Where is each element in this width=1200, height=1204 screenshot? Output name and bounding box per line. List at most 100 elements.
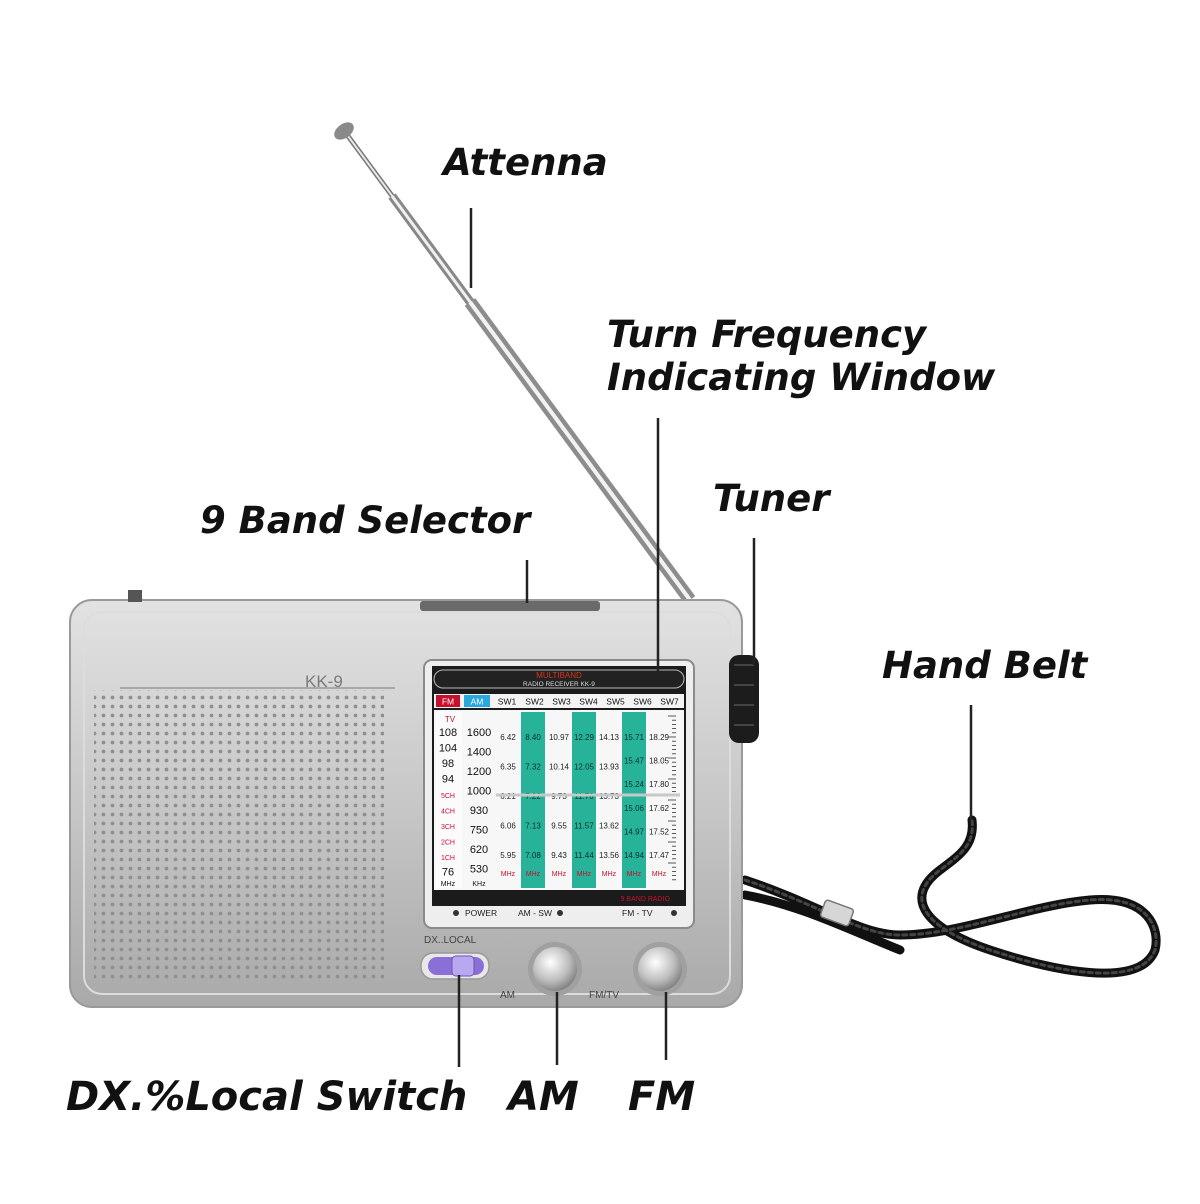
sw-frequency-label: 9.55	[551, 822, 567, 831]
band-tab-bg	[464, 695, 490, 707]
sw-frequency-label: 17.80	[649, 780, 670, 789]
am-sw-indicator-label: AM - SW	[518, 908, 552, 918]
sw-unit-label: MHz	[526, 871, 541, 878]
model-label: KK-9	[305, 672, 343, 691]
fm-scale-label: 4CH	[441, 809, 455, 816]
sw-column-bg	[547, 712, 571, 888]
fm-scale-label: 94	[442, 774, 454, 786]
sw-frequency-label: 18.29	[649, 733, 670, 742]
controls: DX..LOCAL AM FM/TV	[420, 935, 687, 1001]
sw-frequency-label: 13.56	[599, 851, 620, 860]
am-button-label: AM	[500, 990, 515, 1001]
band-tab-bg	[522, 695, 547, 707]
sw-frequency-label: 7.32	[525, 763, 541, 772]
sw-frequency-label: 15.06	[624, 804, 645, 813]
tuner-wheel[interactable]	[729, 655, 759, 743]
sw-frequency-label: 15.24	[624, 780, 645, 789]
sw-frequency-label: 15.71	[624, 733, 645, 742]
sw-frequency-label: 13.62	[599, 822, 620, 831]
fm-scale-label: 108	[439, 727, 457, 739]
callout-hand-belt: Hand Belt	[882, 644, 1088, 687]
dial-header-line2: RADIO RECEIVER KK-9	[523, 681, 595, 688]
sw-column-bg	[496, 712, 520, 888]
fm-scale-label: 5CH	[441, 793, 455, 800]
sw-unit-label: MHz	[602, 871, 617, 878]
fm-scale-label: 76	[442, 867, 454, 879]
hand-belt	[740, 815, 1161, 978]
callout-band-selector: 9 Band Selector	[200, 499, 531, 542]
sw-unit-label: MHz	[552, 871, 567, 878]
band-tab-bg	[603, 695, 628, 707]
fm-button-label: FM/TV	[589, 990, 619, 1001]
sw-frequency-label: 12.29	[574, 733, 595, 742]
sw-frequency-label: 18.05	[649, 757, 670, 766]
sw-columns: 6.426.356.216.065.95MHz8.407.327.227.137…	[496, 712, 676, 888]
leader-lines	[457, 208, 973, 1067]
sw-frequency-label: 6.42	[500, 733, 516, 742]
callout-attenna: Attenna	[443, 141, 608, 184]
sw-frequency-label: 14.97	[624, 827, 645, 836]
sw-frequency-label: 17.62	[649, 804, 670, 813]
callout-frequency-window: Turn Frequency Indicating Window	[607, 313, 995, 399]
band-selector-slider[interactable]	[420, 601, 600, 611]
sw-unit-label: MHz	[652, 871, 667, 878]
sw-frequency-label: 6.35	[500, 763, 516, 772]
band-tab-label: SW3	[552, 697, 571, 707]
am-scale-label: 1600	[467, 727, 491, 739]
sw-frequency-label: 7.08	[525, 851, 541, 860]
band-tab-bg	[549, 695, 574, 707]
dx-local-label: DX..LOCAL	[424, 935, 477, 946]
sw-frequency-label: 17.47	[649, 851, 670, 860]
fm-button[interactable]	[638, 947, 682, 991]
fm-scale-label: 1CH	[441, 855, 455, 862]
sw-frequency-label: 11.57	[574, 822, 594, 831]
sw-frequency-label: 6.06	[500, 822, 516, 831]
band-tab-label: SW7	[660, 697, 679, 707]
dial-footer: 9 BAND RADIO	[621, 896, 671, 903]
sw-frequency-label: 13.93	[599, 763, 620, 772]
fm-scale-label: 2CH	[441, 840, 455, 847]
sw-column-bg	[647, 712, 671, 888]
sw-frequency-label: 7.13	[525, 822, 541, 831]
sw-frequency-label: 5.95	[500, 851, 516, 860]
fm-scale-label: 104	[439, 743, 457, 755]
dial-header-line1: MULTIBAND	[536, 671, 582, 680]
band-tab-bg	[436, 695, 460, 707]
band-tab-bg	[494, 695, 520, 707]
am-scale-label: 930	[470, 805, 488, 817]
sw-unit-label: MHz	[501, 871, 516, 878]
band-tab-label: SW5	[606, 697, 625, 707]
sw-column-bg	[597, 712, 621, 888]
am-scale-label: 1200	[467, 766, 491, 778]
power-indicator-label: POWER	[465, 908, 497, 918]
am-button[interactable]	[533, 947, 577, 991]
am-scale-label: 530	[470, 864, 488, 876]
callout-dx-switch: DX.%Local Switch	[66, 1074, 468, 1120]
sw-column-bg	[572, 712, 596, 888]
sw-frequency-label: 14.13	[599, 733, 620, 742]
fm-scale-label: 3CH	[441, 824, 455, 831]
fm-scale-bg	[436, 712, 462, 888]
sw-frequency-label: 15.47	[624, 757, 645, 766]
fm-unit-label: MHz	[441, 881, 456, 888]
sw-frequency-label: 8.40	[525, 733, 541, 742]
tv-label: TV	[445, 715, 456, 724]
am-unit-label: KHz	[472, 881, 486, 888]
sw-frequency-label: 10.14	[549, 763, 570, 772]
callout-tuner: Tuner	[713, 477, 830, 520]
band-tab-label: SW2	[525, 697, 544, 707]
band-tab-bg	[630, 695, 655, 707]
am-scale-label: 750	[470, 825, 488, 837]
sw-column-bg	[521, 712, 545, 888]
sw-frequency-label: 12.05	[574, 763, 595, 772]
am-scale-label: 1400	[467, 747, 491, 759]
callout-am: AM	[508, 1074, 579, 1120]
band-tab-label: AM	[471, 697, 484, 707]
fm-tv-indicator-label: FM - TV	[622, 908, 653, 918]
